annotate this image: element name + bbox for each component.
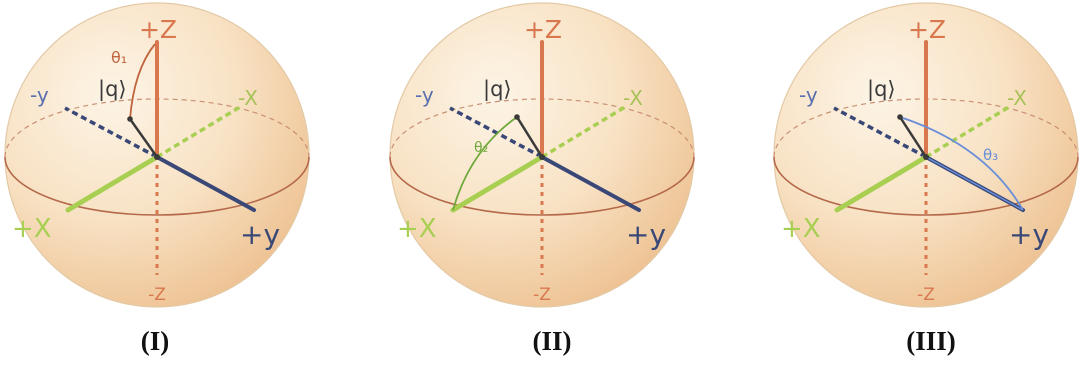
- panel-caption-3: (III): [906, 326, 956, 356]
- x-axis-positive: [65, 154, 160, 213]
- minus-x-label: -X: [623, 86, 643, 110]
- minus-y-label: -y: [415, 83, 434, 107]
- plus-y-label: +y: [240, 218, 280, 251]
- plus-y-label: +y: [626, 218, 666, 251]
- x-axis-negative: [925, 105, 1010, 159]
- equator-front: [389, 156, 695, 216]
- state-vector: [128, 118, 159, 158]
- state-label: |q⟩: [483, 77, 512, 102]
- x-axis-positive: [450, 154, 545, 213]
- plus-z-label: +Z: [908, 15, 946, 44]
- y-axis-positive: [155, 155, 256, 212]
- angle-theta-arc: [899, 116, 1024, 211]
- y-axis-negative: [449, 106, 543, 159]
- state-vector: [898, 116, 928, 158]
- state-label: |q⟩: [98, 77, 127, 102]
- state-vector-tip: [897, 114, 903, 120]
- panel-2: +Z -Z -y -X +X +y |q⟩ θ₂: [389, 2, 695, 308]
- minus-z-label: -Z: [148, 285, 166, 305]
- angle-theta-label: θ₃: [983, 146, 998, 164]
- plus-y-label: +y: [1009, 218, 1049, 251]
- equator-front: [4, 156, 310, 216]
- equator-front: [773, 156, 1079, 216]
- origin-point: [923, 154, 929, 160]
- angle-theta-label: θ₁: [111, 48, 127, 67]
- minus-x-label: -X: [238, 86, 258, 110]
- origin-point: [154, 154, 160, 160]
- minus-y-label: -y: [30, 83, 49, 107]
- x-axis-positive: [834, 154, 929, 213]
- minus-x-label: -X: [1007, 86, 1027, 110]
- state-vector: [515, 116, 544, 158]
- x-axis-negative: [541, 105, 626, 159]
- state-vector-tip: [127, 116, 133, 122]
- minus-z-label: -Z: [533, 285, 551, 305]
- y-axis-negative: [833, 106, 927, 159]
- plus-z-label: +Z: [524, 15, 562, 44]
- panel-1: +Z -Z -y -X +X +y |q⟩ θ₁: [4, 2, 310, 308]
- angle-theta-chord: [925, 156, 1024, 211]
- y-axis-positive: [540, 155, 641, 212]
- plus-x-label: +X: [12, 214, 52, 244]
- x-axis-negative: [156, 105, 241, 159]
- plus-x-label: +X: [397, 214, 437, 244]
- state-label: |q⟩: [867, 77, 896, 102]
- minus-y-label: -y: [799, 83, 818, 107]
- state-vector-tip: [514, 114, 520, 120]
- angle-theta-arc: [129, 43, 156, 120]
- plus-x-label: +X: [781, 214, 821, 244]
- panel-3: +Z -Z -y -X +X +y |q⟩ θ₃: [773, 2, 1079, 308]
- plus-z-label: +Z: [139, 15, 177, 44]
- y-axis-negative: [64, 106, 158, 159]
- panel-caption-1: (I): [140, 326, 170, 356]
- angle-theta-arc: [452, 116, 518, 211]
- panel-caption-2: (II): [532, 326, 572, 356]
- minus-z-label: -Z: [917, 285, 935, 305]
- angle-theta-label: θ₂: [474, 140, 488, 156]
- origin-point: [539, 154, 545, 160]
